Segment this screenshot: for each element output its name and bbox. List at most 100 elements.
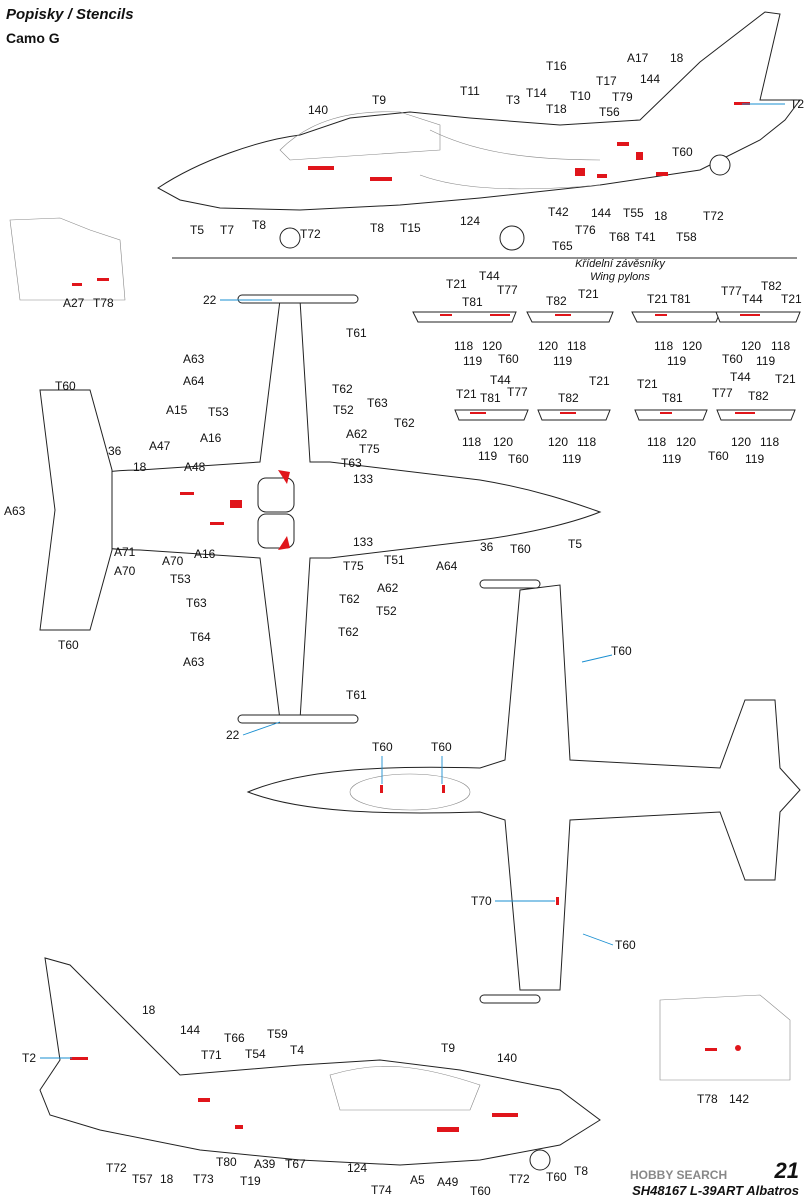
callout: 120	[493, 435, 513, 449]
hobby-search-logo: HOBBY SEARCH	[630, 1168, 728, 1182]
callout: 119	[662, 452, 681, 466]
callout: 140	[497, 1051, 517, 1065]
callout: 119	[553, 354, 572, 368]
callout: 118	[454, 339, 473, 353]
callout: 118	[771, 339, 790, 353]
callout: T60	[508, 452, 529, 466]
callout: T54	[245, 1047, 266, 1061]
callout: T41	[635, 230, 656, 244]
callout: 124	[347, 1161, 367, 1175]
callout: 120	[482, 339, 502, 353]
callout: T44	[479, 269, 500, 283]
callout: T67	[285, 1157, 306, 1171]
callout: T74	[371, 1183, 392, 1197]
callout: 144	[640, 72, 660, 86]
callout: T70	[471, 894, 492, 908]
callout: T21	[637, 377, 658, 391]
top-plan-view	[39, 294, 602, 724]
callout: T16	[546, 59, 567, 73]
callout: 18	[670, 51, 684, 65]
callout: T78	[697, 1092, 718, 1106]
callout: T80	[216, 1155, 237, 1169]
callout: 120	[676, 435, 696, 449]
callout: 119	[562, 452, 581, 466]
callout: T44	[490, 373, 511, 387]
callout: 124	[460, 214, 480, 228]
callout: A64	[183, 374, 205, 388]
callout: A5	[410, 1173, 425, 1187]
callout: T66	[224, 1031, 245, 1045]
callout: T82	[558, 391, 579, 405]
callout: T58	[676, 230, 697, 244]
callout: A71	[114, 545, 136, 559]
callout: T72	[106, 1161, 127, 1175]
callout: T21	[446, 277, 467, 291]
callout: T60	[611, 644, 632, 658]
callout: 18	[133, 460, 147, 474]
callouts-canopy-detail-2: T78 142	[697, 1092, 749, 1106]
callout: T8	[574, 1164, 588, 1178]
callout: 144	[180, 1023, 200, 1037]
callout: T75	[343, 559, 364, 573]
callout: T52	[333, 403, 354, 417]
callout: T60	[470, 1184, 491, 1198]
callout: A47	[149, 439, 171, 453]
callout: 119	[756, 354, 775, 368]
callout: A48	[184, 460, 206, 474]
wing-pylons-heading: Křídelní závěsníky Wing pylons	[560, 258, 680, 284]
callout: T71	[201, 1048, 222, 1062]
callout: T82	[748, 389, 769, 403]
callout: T4	[290, 1043, 304, 1057]
callout: 142	[729, 1092, 749, 1106]
callout: T73	[193, 1172, 214, 1186]
callout: 120	[731, 435, 751, 449]
callout: T60	[431, 740, 452, 754]
callout: T21	[578, 287, 599, 301]
callout: T68	[609, 230, 630, 244]
callout: 36	[108, 444, 122, 458]
callout: T55	[623, 206, 644, 220]
callout: 18	[142, 1003, 156, 1017]
callouts-bottom-view: T60 T60 T60 T70 T60	[372, 644, 636, 952]
callout: T82	[546, 294, 567, 308]
callout: A62	[377, 581, 399, 595]
callout: T82	[761, 279, 782, 293]
callout: T15	[400, 221, 421, 235]
callout: T18	[546, 102, 567, 116]
callout: T44	[742, 292, 763, 306]
callout: A17	[627, 51, 649, 65]
callout: T61	[346, 688, 367, 702]
callout: 118	[760, 435, 779, 449]
callout: T3	[506, 93, 520, 107]
callout: 120	[682, 339, 702, 353]
callout: 120	[538, 339, 558, 353]
canopy-detail-bottom-right	[659, 994, 791, 1081]
callout: T60	[58, 638, 79, 652]
callouts-side-top: T2 18 A17 144 T79 T17 T56 T10 T16 T18 T1…	[190, 51, 804, 253]
callout: T53	[208, 405, 229, 419]
callout: T76	[575, 223, 596, 237]
callout: T59	[267, 1027, 288, 1041]
callout: A15	[166, 403, 188, 417]
callout: T62	[394, 416, 415, 430]
callout: T9	[441, 1041, 455, 1055]
callout: T53	[170, 572, 191, 586]
callout: T9	[372, 93, 386, 107]
callout: T60	[722, 352, 743, 366]
callout: T60	[708, 449, 729, 463]
canopy-detail-top-left	[9, 217, 126, 301]
callout: T7	[220, 223, 234, 237]
callout: T8	[252, 218, 266, 232]
callout: 120	[548, 435, 568, 449]
callout: T65	[552, 239, 573, 253]
callout: T5	[568, 537, 582, 551]
callout: 118	[567, 339, 586, 353]
callout: T81	[480, 391, 501, 405]
callout: A62	[346, 427, 368, 441]
wing-pylons-title-cz: Křídelní závěsníky	[575, 258, 665, 270]
callout: T63	[367, 396, 388, 410]
callout: A49	[437, 1175, 459, 1189]
callout: T57	[132, 1172, 153, 1186]
callout: T2	[790, 97, 804, 111]
callout: T79	[612, 90, 633, 104]
